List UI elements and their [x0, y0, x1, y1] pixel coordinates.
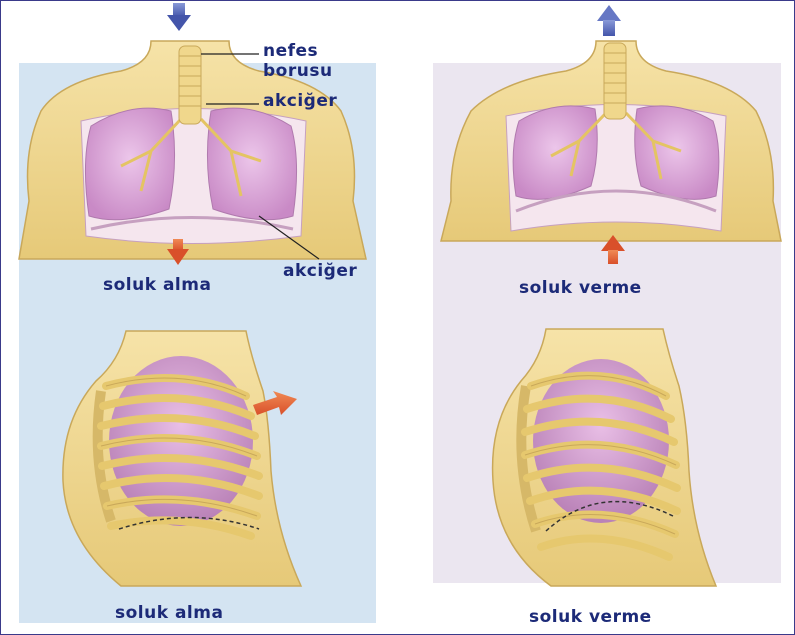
air-in-arrow-icon: [167, 3, 191, 31]
lung-label-bottom: akciğer: [283, 261, 357, 281]
trachea-label-line2: borusu: [263, 61, 333, 81]
trachea-label-line1: nefes: [263, 41, 333, 61]
exhale-ribcage-side: [493, 329, 716, 586]
exhale-caption-top: soluk verme: [519, 278, 642, 298]
air-out-arrow-icon: [597, 5, 621, 36]
trachea-label: nefes borusu: [263, 41, 333, 81]
inhale-ribcage-side: [63, 331, 301, 586]
exhale-caption-bottom: soluk verme: [529, 607, 652, 627]
lung-label-top: akciğer: [263, 91, 337, 111]
inhale-caption-top: soluk alma: [103, 275, 211, 295]
exhale-torso-front: [441, 41, 781, 241]
inhale-caption-bottom: soluk alma: [115, 603, 223, 623]
